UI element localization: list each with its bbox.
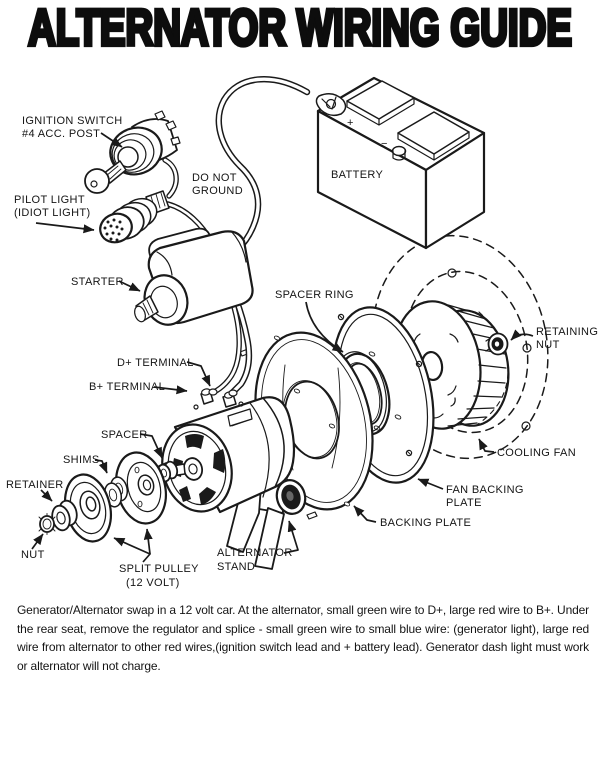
label-do-not-ground: DO NOT — [192, 172, 237, 184]
label-retaining-nut-2: NUT — [536, 339, 560, 351]
label-battery: BATTERY — [331, 169, 383, 181]
nut-drawing — [38, 513, 56, 535]
battery-drawing: + − — [315, 76, 486, 250]
pulley-stack-drawing — [38, 451, 179, 543]
label-spacer-ring: SPACER RING — [275, 289, 354, 301]
battery-negative-mark: − — [381, 138, 388, 150]
label-alternator-stand: ALTERNATOR — [217, 547, 293, 559]
alternator-drawing — [161, 388, 296, 514]
label-backing-plate: BACKING PLATE — [380, 517, 471, 529]
page-title: ALTERNATOR WIRING GUIDE — [28, 0, 572, 56]
label-split-pulley-2: (12 VOLT) — [126, 577, 180, 589]
label-alternator-stand-2: STAND — [217, 561, 255, 573]
label-nut: NUT — [21, 549, 45, 561]
label-cooling-fan: COOLING FAN — [497, 447, 576, 459]
pilot-light-connector-drawing — [99, 190, 170, 244]
label-ignition-switch: IGNITION SWITCH — [22, 115, 123, 127]
label-fan-backing-plate-2: PLATE — [446, 497, 482, 509]
label-pilot-light-2: (IDIOT LIGHT) — [14, 207, 90, 219]
label-fan-backing-plate: FAN BACKING — [446, 484, 524, 496]
label-split-pulley: SPLIT PULLEY — [119, 563, 199, 575]
label-shims: SHIMS — [63, 454, 100, 466]
label-ignition-switch-2: #4 ACC. POST — [22, 128, 100, 140]
label-starter: STARTER — [71, 276, 124, 288]
connector-pins — [103, 218, 124, 242]
battery-cable — [214, 76, 311, 396]
face-rivets — [368, 351, 402, 431]
battery-positive-mark: + — [347, 117, 354, 129]
diagram-labels: IGNITION SWITCH #4 ACC. POST PILOT LIGHT… — [6, 115, 598, 589]
instructions-text: Generator/Alternator swap in a 12 volt c… — [17, 603, 589, 674]
label-do-not-ground-2: GROUND — [192, 185, 243, 197]
split-pulley-front-half — [115, 451, 167, 525]
starter-gear — [134, 295, 159, 323]
leader-arrows — [31, 132, 534, 563]
label-d-terminal: D+ TERMINAL — [117, 357, 194, 369]
retaining-nut-drawing — [485, 332, 509, 356]
label-retainer: RETAINER — [6, 479, 64, 491]
key-drawing — [84, 160, 127, 194]
ignition-switch-drawing — [84, 110, 181, 194]
label-pilot-light: PILOT LIGHT — [14, 194, 85, 206]
label-spacer: SPACER — [101, 429, 148, 441]
label-b-terminal: B+ TERMINAL — [89, 381, 165, 393]
label-retaining-nut: RETAINING — [536, 326, 598, 338]
battery-clamp — [315, 93, 347, 117]
split-pulley-rear-half — [64, 473, 112, 543]
alternator-stand-drawing — [226, 479, 307, 570]
starter-drawing — [134, 227, 254, 326]
